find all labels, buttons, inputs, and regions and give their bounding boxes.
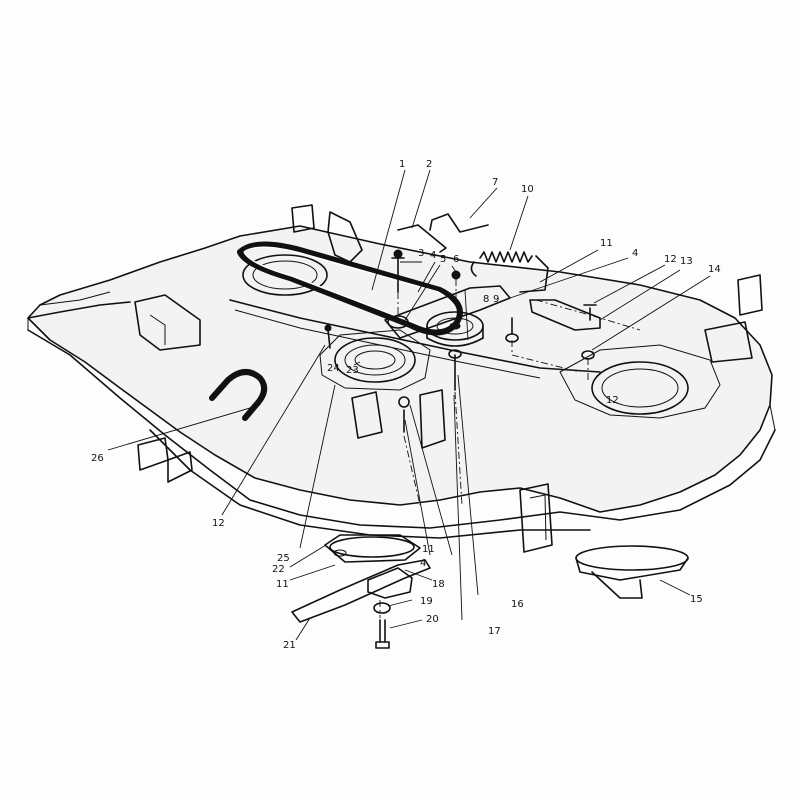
callout-10: 10 [521, 184, 534, 195]
callout-12-right: 12 [664, 254, 677, 265]
callout-4-lower: 4 [420, 558, 426, 569]
front-center-bracket [519, 483, 553, 553]
callout-9: 9 [493, 294, 499, 305]
center-lift-bracket [351, 391, 383, 439]
blade-washer [373, 602, 391, 614]
blade-bolt [379, 619, 386, 643]
callout-24: 24 [327, 363, 340, 374]
left-spindle-opening [242, 254, 328, 296]
callout-5: 5 [440, 254, 446, 265]
callout-12-left: 12 [212, 518, 225, 529]
blade-assembly-left [291, 534, 431, 649]
callout-1: 1 [399, 159, 405, 170]
callout-11-upper: 11 [600, 238, 613, 249]
blade-adapter [367, 567, 413, 599]
blade-assembly-right [575, 545, 689, 599]
right-spindle-opening [591, 361, 689, 415]
callout-12-deck: 12 [606, 395, 619, 406]
rear-left-bracket [291, 204, 315, 233]
callout-17: 17 [488, 626, 501, 637]
assembly-lines [379, 279, 641, 618]
callout-11-lower: 11 [276, 579, 289, 590]
spring-hook-rod [429, 213, 489, 233]
leader-lines [107, 169, 711, 641]
callout-11-center: 11 [422, 544, 435, 555]
callout-18: 18 [432, 579, 445, 590]
callout-19: 19 [420, 596, 433, 607]
mower-deck [27, 225, 776, 539]
callout-4-upper: 4 [430, 250, 436, 261]
arm-pivot-bushing [387, 315, 409, 329]
callout-13: 13 [680, 256, 693, 267]
callout-6: 6 [453, 254, 459, 265]
callout-26: 26 [91, 453, 104, 464]
callout-14: 14 [708, 264, 721, 275]
right-rear-bracket [737, 274, 763, 316]
spare-belt [209, 369, 268, 421]
callout-16: 16 [511, 599, 524, 610]
callout-23: 23 [346, 365, 359, 376]
callout-25: 25 [277, 553, 290, 564]
center-spindle-opening [334, 337, 416, 383]
tension-lever [529, 299, 601, 331]
callout-labels: 1 2 3 4 4 4 5 6 7 8 9 10 11 11 11 12 12 … [91, 159, 721, 651]
left-front-bracket [134, 294, 201, 351]
callout-7: 7 [492, 177, 498, 188]
spindle-pulley-lower [324, 534, 421, 563]
deck-skirt-lower [149, 429, 591, 539]
callout-2: 2 [426, 159, 432, 170]
callout-3: 3 [418, 248, 424, 259]
callout-21: 21 [283, 640, 296, 651]
callout-8: 8 [483, 294, 489, 305]
deck-top-surface [27, 225, 773, 513]
belt-guide [397, 224, 447, 253]
idler-spring [479, 251, 533, 263]
right-spindle-recess [559, 344, 721, 419]
callout-20: 20 [426, 614, 439, 625]
deck-skirt [27, 329, 776, 529]
callout-22: 22 [272, 564, 285, 575]
blade [291, 559, 431, 623]
callout-15: 15 [690, 594, 703, 605]
callout-4-right: 4 [632, 248, 638, 259]
